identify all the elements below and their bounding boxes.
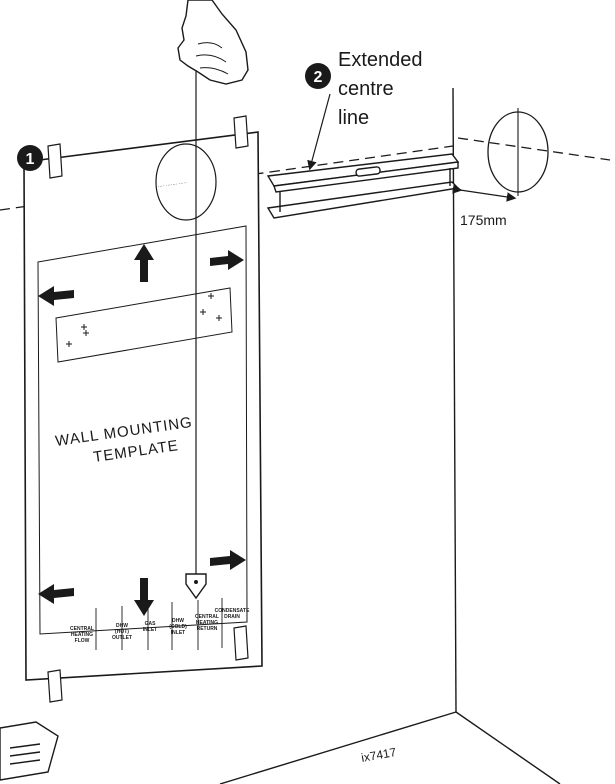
svg-text:···· ······· ·····: ···· ······· ····· [157,180,187,190]
connection-labels: CENTRAL HEATING FLOW DHW (HOT) OUTLET GA… [70,608,250,644]
conn-label: DHW [116,623,128,629]
conn-label: INLET [143,627,157,633]
conn-label: DRAIN [224,614,240,620]
tape-tab [47,143,63,179]
conn-label: CENTRAL [195,614,219,620]
extended-label-line1: Extended [338,49,423,71]
conn-label: INLET [171,630,185,636]
tool-partial [0,721,59,781]
arrow-right-icon [210,550,246,570]
tape-tabs [47,115,249,703]
conn-label: (COLD) [169,624,187,630]
dimension-arrow [452,184,517,202]
arrow-up-icon [134,244,154,282]
conn-label: GAS [145,621,157,627]
wall-mounting-template: ···· ······· ····· [23,131,263,681]
plumb-bob-icon [185,573,207,600]
leader-line [307,93,331,171]
arrow-left-icon [38,286,74,306]
conn-label: FLOW [75,638,90,644]
arrow-left-icon [38,584,74,604]
arrow-down-icon [134,578,154,616]
conn-label: HEATING [196,620,218,626]
distance-label: 175mm [460,212,507,228]
conn-label: DHW [172,618,184,624]
conn-label: OUTLET [112,635,132,641]
marker-1 [17,145,43,171]
conn-label: CONDENSATE [215,608,250,614]
marker-2 [305,63,331,89]
tape-tab [233,115,249,149]
tape-tab [47,669,63,703]
marker-1-number: 1 [26,151,35,168]
spirit-level-icon [266,153,460,219]
conn-label: (HOT) [115,629,129,635]
conn-label: RETURN [197,626,218,632]
marker-2-number: 2 [314,69,323,86]
extended-label-line2: centre [338,78,394,100]
conn-label: HEATING [71,632,93,638]
conn-label: CENTRAL [70,626,94,632]
arrow-right-icon [210,250,244,270]
extended-label-line3: line [338,107,369,129]
hand-icon [177,0,249,85]
figure-id: ix7417 [360,745,398,765]
tape-tab [233,625,249,661]
